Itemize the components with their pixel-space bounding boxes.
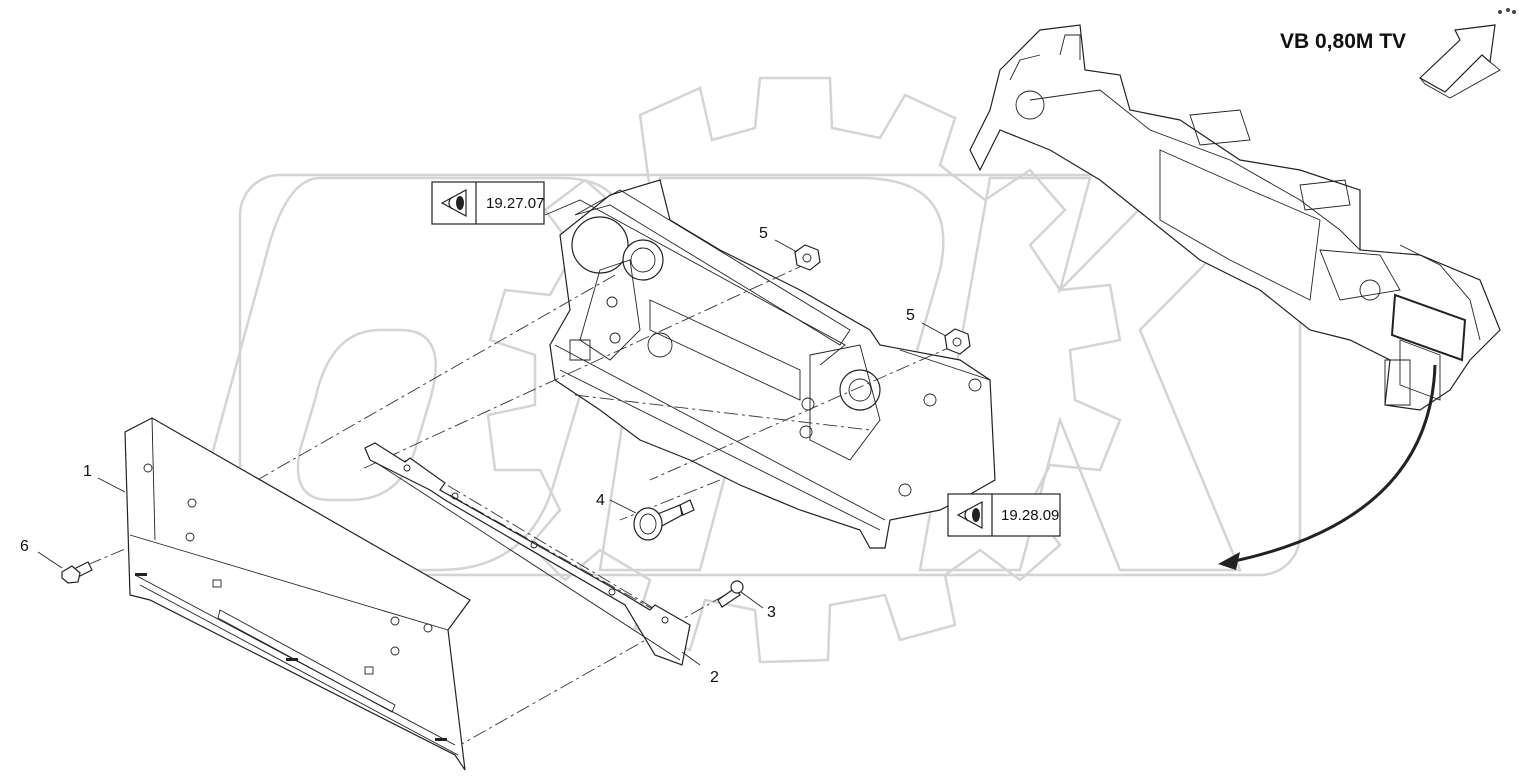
part-5-nut-upper xyxy=(794,244,821,271)
part-6-bolt xyxy=(61,561,93,584)
highlighted-cover xyxy=(1390,293,1467,362)
reference-code-top: 19.27.07 xyxy=(486,195,544,212)
part-1-cover-plate xyxy=(124,417,471,771)
eye-view-icon xyxy=(956,500,983,530)
callout-4: 4 xyxy=(596,492,605,509)
reference-box-top[interactable]: 19.27.07 xyxy=(431,181,545,225)
eye-view-icon xyxy=(440,188,467,218)
callout-3: 3 xyxy=(767,604,776,621)
corner-mark-icon xyxy=(1498,8,1516,14)
reference-code-bottom: 19.28.09 xyxy=(1001,507,1059,524)
direction-arrow-icon xyxy=(1418,24,1501,99)
detail-pointer-arrow xyxy=(1229,364,1437,564)
watermark-frame xyxy=(238,173,1302,577)
machine-overview xyxy=(969,24,1501,411)
watermark-logo xyxy=(197,76,1302,664)
callout-1: 1 xyxy=(83,463,92,480)
callout-5-lower: 5 xyxy=(906,307,915,324)
frame-assembly xyxy=(544,179,996,549)
part-2-gasket xyxy=(364,442,691,666)
part-5-nut-lower xyxy=(944,328,971,355)
callout-2: 2 xyxy=(710,669,719,686)
callout-5-upper: 5 xyxy=(759,225,768,242)
watermark-gear xyxy=(486,76,1122,664)
detail-pointer-arrowhead xyxy=(1218,552,1240,570)
part-4-pin-bolt xyxy=(633,499,695,541)
callout-6: 6 xyxy=(20,538,29,555)
leader-lines xyxy=(37,239,947,666)
watermark-letter-k xyxy=(918,176,1293,572)
reference-box-bottom[interactable]: 19.28.09 xyxy=(947,493,1061,537)
part-3-screw xyxy=(717,580,744,608)
view-title: VB 0,80M TV xyxy=(1280,30,1406,53)
